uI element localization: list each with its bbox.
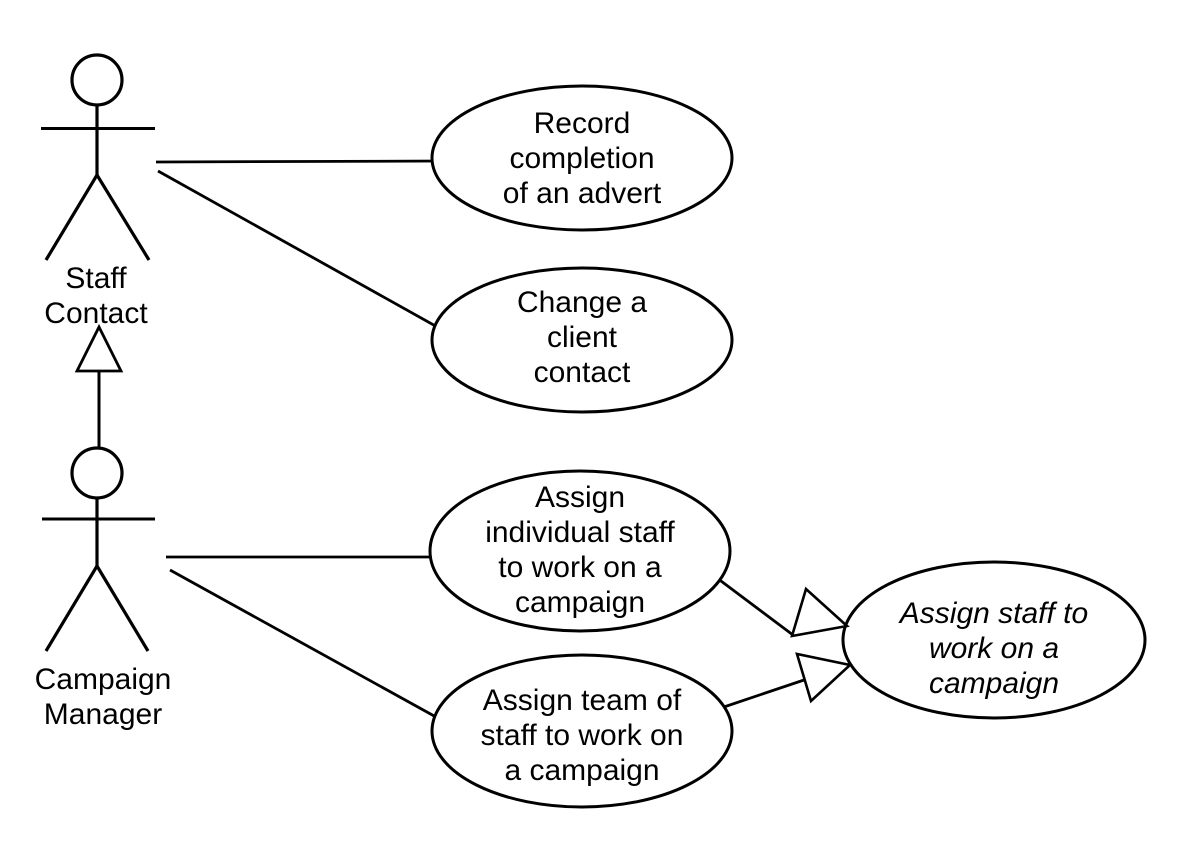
association-staff-contact-to-record-completion	[155, 159, 446, 164]
staff-contact-right-leg	[95, 174, 151, 261]
actor-label-campaign-manager: Campaign Manager	[34, 663, 172, 731]
use-case-label-assign-team-of-staff: Assign team of staff to work on a campai…	[480, 684, 684, 787]
actor-label-staff-contact: Staff Contact	[44, 262, 148, 330]
use-case-ellipse-assign-team-of-staff	[430, 653, 734, 809]
generalization-line-assign-individual-to-assign-staff	[712, 573, 794, 637]
actor-staff-contact-figure	[41, 53, 155, 261]
use-case-label-assign-staff-abstract: Assign staff to work on a campaign	[899, 597, 1089, 700]
association-staff-contact-to-change-client-contact	[157, 169, 449, 335]
generalization-arrowhead-actor-icon	[74, 323, 124, 373]
generalization-line-assign-team-to-assign-staff	[711, 677, 808, 713]
campaign-manager-right-leg	[95, 565, 150, 652]
campaign-manager-head-icon	[70, 446, 124, 500]
use-case-label-change-client-contact: Change a client contact	[516, 286, 648, 389]
generalization-arrowhead-lower-icon	[795, 652, 853, 704]
campaign-manager-left-leg	[44, 565, 99, 652]
staff-contact-head-icon	[70, 53, 124, 107]
use-case-ellipse-assign-individual-staff	[428, 469, 732, 633]
association-campaign-manager-to-assign-team	[169, 568, 446, 724]
generalization-arrowhead-upper-icon	[790, 586, 850, 638]
use-case-label-record-completion: Record completion of an advert	[502, 107, 662, 210]
use-case-ellipse-assign-staff-abstract	[841, 560, 1147, 720]
use-case-label-assign-individual-staff: Assign individual staff to work on a cam…	[485, 481, 675, 619]
actor-campaign-manager-figure	[42, 446, 155, 652]
staff-contact-left-leg	[44, 174, 99, 261]
use-case-ellipse-record-completion	[430, 84, 734, 232]
use-case-ellipse-change-client-contact	[430, 266, 734, 414]
